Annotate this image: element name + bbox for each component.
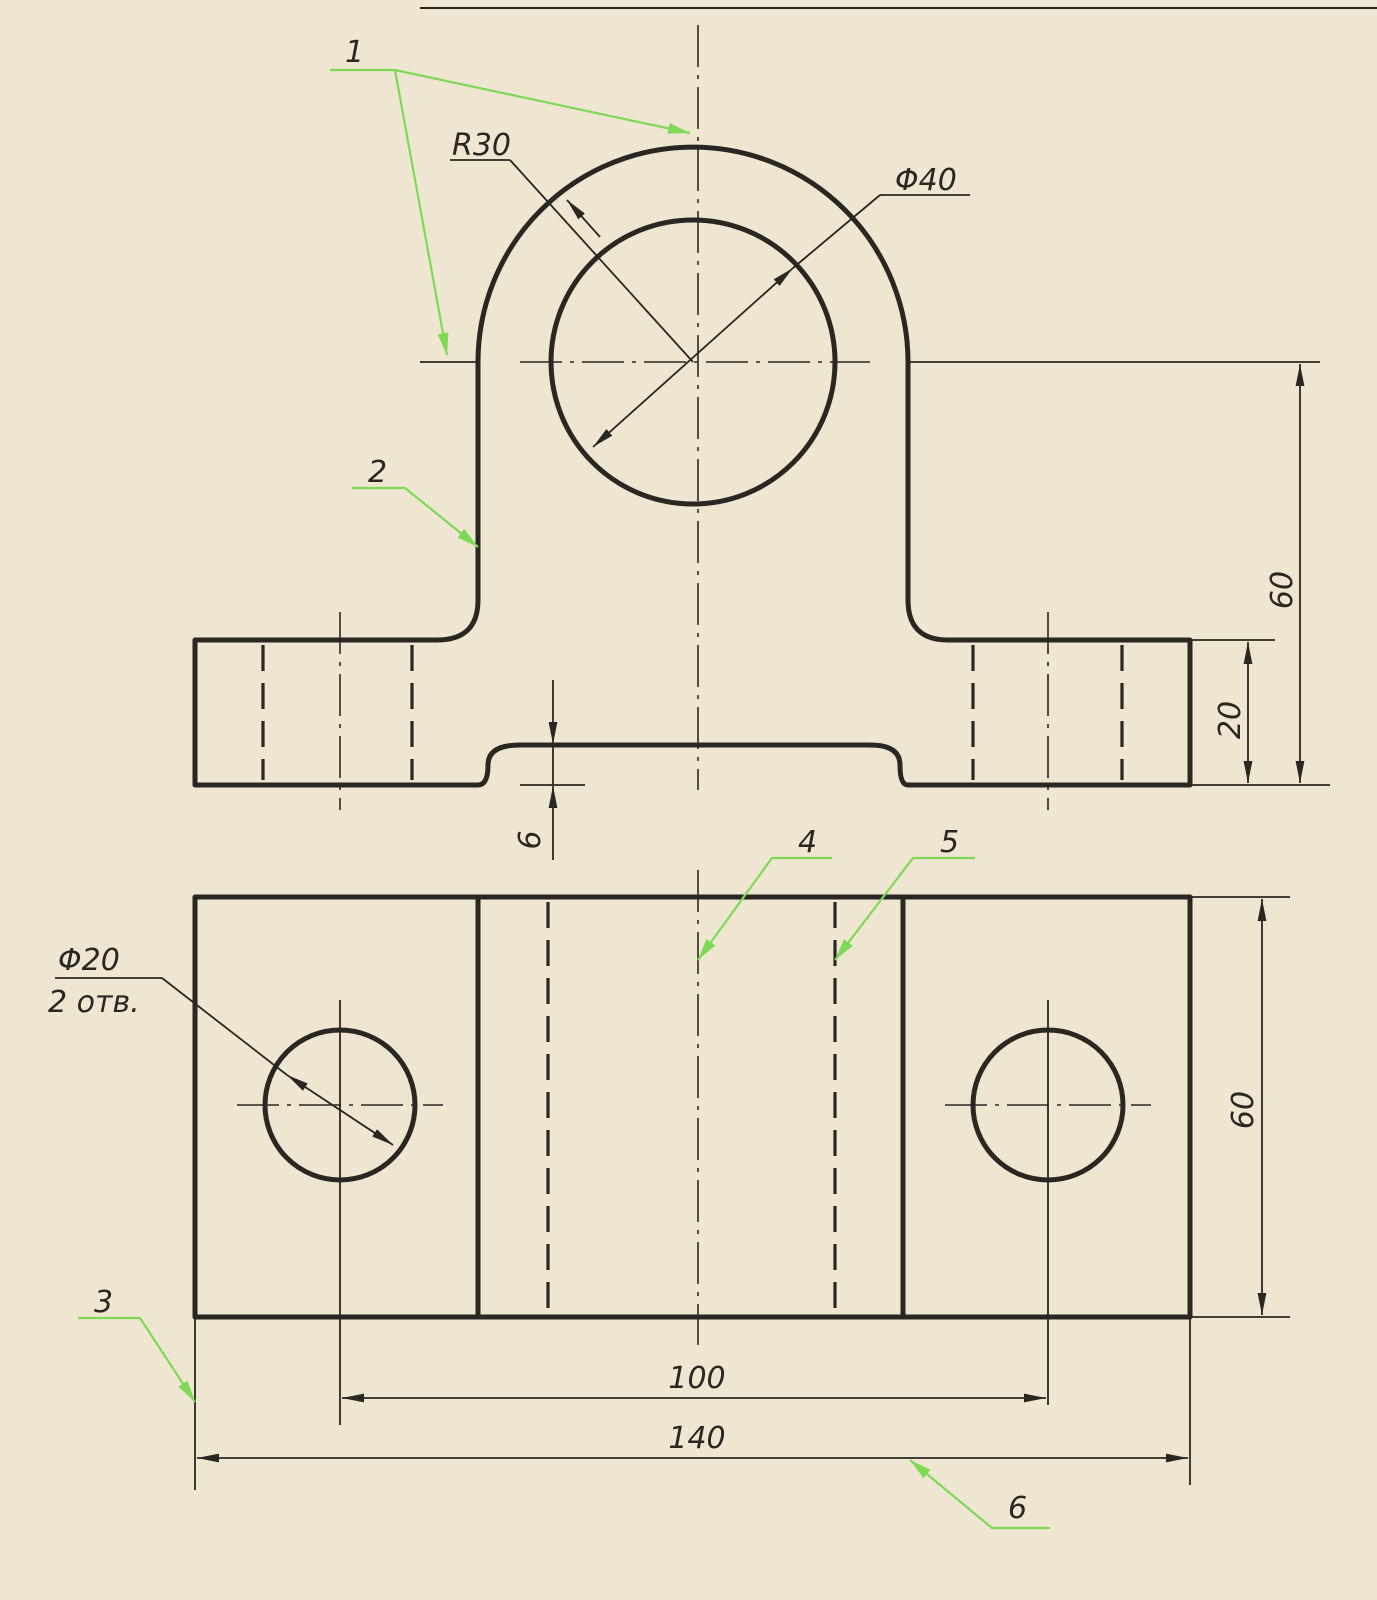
- dim-holes-label: 2 отв.: [48, 985, 140, 1020]
- callout-3-label: 3: [94, 1285, 113, 1320]
- dim-dia20-label: Φ20: [58, 943, 120, 978]
- callout-1-leader: [330, 68, 691, 135]
- callout-5-leader: [834, 856, 975, 961]
- callout-6-leader: [909, 1459, 1050, 1530]
- dim-20-label: 20: [1213, 701, 1248, 739]
- dim-60-bottom-label: 60: [1226, 1091, 1261, 1129]
- r30-arrow: [566, 199, 601, 238]
- callout-1-leader: [393, 69, 449, 356]
- dim-dia40-label: Φ40: [895, 163, 957, 198]
- dia20-leader: [161, 977, 288, 1076]
- callout-6-label: 6: [1008, 1491, 1027, 1526]
- top-view-outline: [192, 894, 1193, 1320]
- dia40-dim-line: [592, 267, 794, 448]
- dia40-dim-line-ext: [792, 194, 881, 269]
- callout-2-leader: [352, 486, 479, 548]
- callout-4-leader: [697, 856, 832, 961]
- dia20-dim-line: [286, 1074, 394, 1146]
- callout-1-label: 1: [345, 35, 364, 70]
- front-view-outline: [192, 144, 1193, 788]
- callout-4-label: 4: [798, 825, 817, 860]
- top-view: [55, 870, 1290, 1490]
- dim-6-label: 6: [513, 830, 548, 849]
- dim-140-label: 140: [668, 1421, 725, 1456]
- callout-leaders: [78, 68, 1050, 1530]
- callout-3-leader: [78, 1316, 196, 1403]
- dim-60-top-label: 60: [1265, 571, 1300, 609]
- callout-5-label: 5: [940, 825, 959, 860]
- dim-r30-label: R30: [452, 128, 511, 163]
- callout-2-label: 2: [368, 455, 387, 490]
- r30-dim-line: [509, 159, 694, 363]
- front-view: [192, 25, 1330, 860]
- dim-100-label: 100: [668, 1361, 725, 1396]
